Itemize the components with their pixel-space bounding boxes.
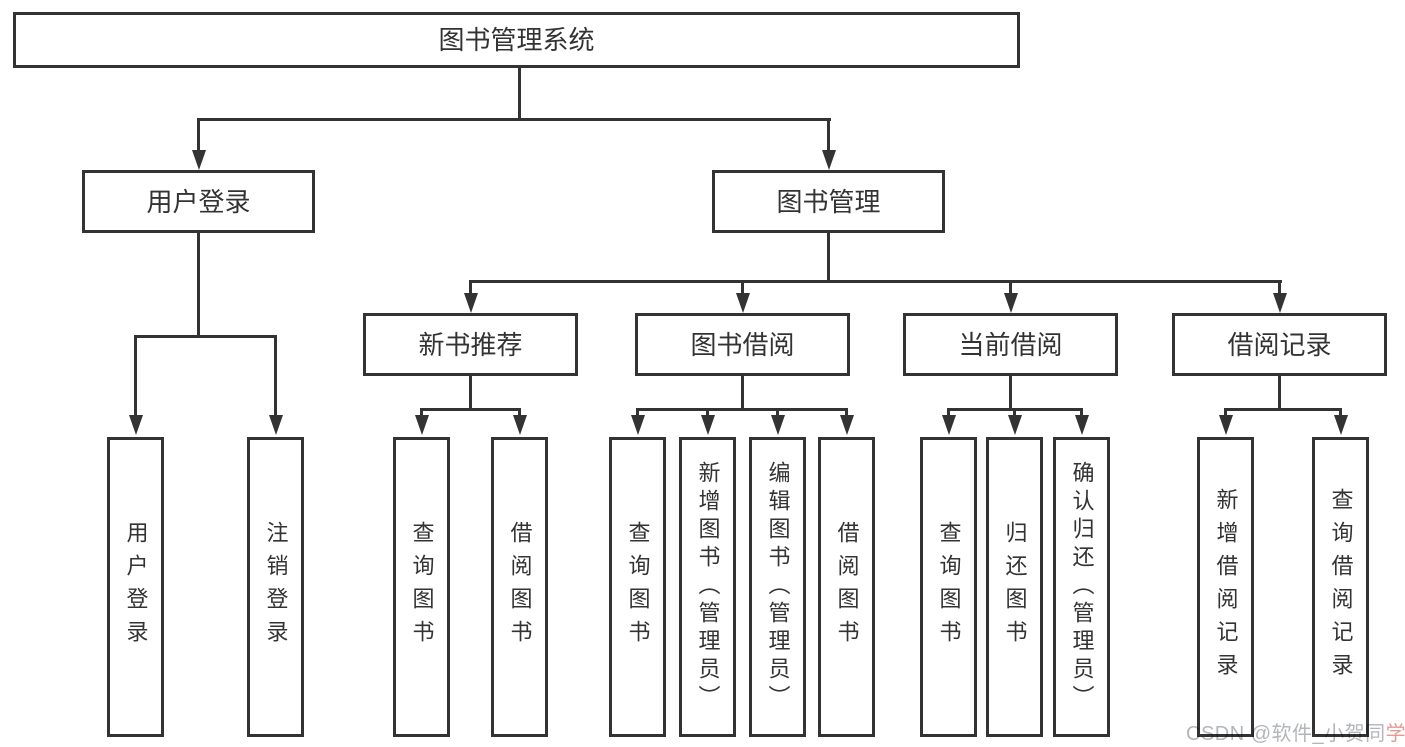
node-new-books: 新书推荐 xyxy=(363,313,578,376)
connector-userlogin-crossbar xyxy=(134,335,277,338)
connector-bookmgmt-stem xyxy=(827,233,830,280)
arrowhead-login-icon xyxy=(129,415,143,435)
connector-arrow-book-borrow-shaft xyxy=(741,283,744,295)
node-book-borrow: 图书借阅 xyxy=(635,313,850,376)
leaf-cb-query-books: 查询图书 xyxy=(920,437,977,737)
connector-arrow-bb-query-shaft xyxy=(636,408,639,418)
node-library-system-label: 图书管理系统 xyxy=(438,25,595,55)
connector-arrow-nb-query-shaft xyxy=(420,408,423,418)
leaf-cb-confirm-return-admin: 确认归还（管理员） xyxy=(1053,437,1110,737)
leaf-bb-borrow-books: 借阅图书 xyxy=(818,437,875,737)
leaf-bb-query-books: 查询图书 xyxy=(609,437,666,737)
arrowhead-borrow-records-icon xyxy=(1273,293,1287,313)
connector-currentborrow-stem xyxy=(1009,376,1012,408)
leaf-nb-borrow-books-label: 借阅图书 xyxy=(507,521,533,653)
connector-arrow-cb-query-shaft xyxy=(947,408,950,418)
connector-arrow-logout-shaft xyxy=(274,338,277,417)
leaf-nb-query-books: 查询图书 xyxy=(393,437,450,737)
connector-borrowrecords-crossbar xyxy=(1224,408,1342,411)
connector-arrow-borrow-records-shaft xyxy=(1278,283,1281,295)
connector-arrow-bb-add-shaft xyxy=(706,408,709,418)
node-book-management: 图书管理 xyxy=(712,170,945,233)
arrowhead-br-add-icon xyxy=(1219,415,1233,435)
arrowhead-user-login-icon xyxy=(192,150,206,170)
arrowhead-bb-query-icon xyxy=(631,415,645,435)
leaf-user-login-label: 用户登录 xyxy=(123,521,149,653)
node-new-books-label: 新书推荐 xyxy=(418,329,523,360)
arrowhead-cb-query-icon xyxy=(942,415,956,435)
connector-newbooks-stem xyxy=(469,376,472,408)
arrowhead-cb-return-icon xyxy=(1008,415,1022,435)
node-library-system: 图书管理系统 xyxy=(13,12,1020,68)
arrowhead-nb-borrow-icon xyxy=(513,415,527,435)
arrowhead-bb-add-icon xyxy=(701,415,715,435)
arrowhead-new-books-icon xyxy=(464,293,478,313)
arrowhead-logout-icon xyxy=(269,415,283,435)
connector-arrow-bb-edit-shaft xyxy=(776,408,779,418)
csdn-watermark: CSDN @软件_小贺同学 xyxy=(1186,717,1405,746)
leaf-bb-add-books-admin-label: 新增图书（管理员） xyxy=(695,461,721,713)
node-book-management-label: 图书管理 xyxy=(776,186,881,217)
arrowhead-nb-query-icon xyxy=(415,415,429,435)
connector-bookborrow-stem xyxy=(741,376,744,408)
leaf-br-add-record-label: 新增借阅记录 xyxy=(1213,488,1239,686)
connector-arrow-current-borrow-shaft xyxy=(1009,283,1012,295)
leaf-cb-confirm-return-admin-label: 确认归还（管理员） xyxy=(1069,461,1095,713)
leaf-nb-borrow-books: 借阅图书 xyxy=(491,437,548,737)
connector-arrow-cb-confirm-shaft xyxy=(1080,408,1083,418)
connector-root-stem xyxy=(518,68,521,118)
connector-arrow-cb-return-shaft xyxy=(1013,408,1016,418)
arrowhead-bb-borrow-icon xyxy=(840,415,854,435)
leaf-cb-return-books: 归还图书 xyxy=(986,437,1043,737)
connector-newbooks-crossbar xyxy=(420,408,521,411)
node-current-borrow: 当前借阅 xyxy=(903,313,1118,376)
leaf-bb-query-books-label: 查询图书 xyxy=(625,521,651,653)
connector-borrowrecords-stem xyxy=(1278,376,1281,408)
arrowhead-book-borrow-icon xyxy=(736,293,750,313)
arrowhead-br-query-icon xyxy=(1334,415,1348,435)
arrowhead-cb-confirm-icon xyxy=(1075,415,1089,435)
arrowhead-current-borrow-icon xyxy=(1004,293,1018,313)
leaf-nb-query-books-label: 查询图书 xyxy=(409,521,435,653)
leaf-bb-add-books-admin: 新增图书（管理员） xyxy=(679,437,736,737)
connector-arrow-login-shaft xyxy=(134,338,137,417)
leaf-logout-label: 注销登录 xyxy=(263,521,289,653)
arrowhead-book-mgmt-icon xyxy=(822,150,836,170)
leaf-br-query-record: 查询借阅记录 xyxy=(1312,437,1369,737)
csdn-watermark-accent: 学 xyxy=(1385,723,1405,745)
connector-arrow-book-mgmt-shaft xyxy=(827,121,830,152)
leaf-cb-query-books-label: 查询图书 xyxy=(936,521,962,653)
node-user-login-label: 用户登录 xyxy=(146,186,251,217)
leaf-logout: 注销登录 xyxy=(247,437,304,737)
connector-root-crossbar xyxy=(197,118,831,121)
leaf-bb-borrow-books-label: 借阅图书 xyxy=(834,521,860,653)
connector-arrow-nb-borrow-shaft xyxy=(518,408,521,418)
leaf-br-query-record-label: 查询借阅记录 xyxy=(1328,488,1354,686)
leaf-bb-edit-books-admin: 编辑图书（管理员） xyxy=(749,437,806,737)
connector-arrow-br-add-shaft xyxy=(1224,408,1227,418)
node-book-borrow-label: 图书借阅 xyxy=(690,329,795,360)
leaf-user-login: 用户登录 xyxy=(107,437,164,737)
csdn-watermark-main: CSDN @软件_小贺同 xyxy=(1186,723,1386,745)
node-user-login: 用户登录 xyxy=(82,170,315,233)
arrowhead-bb-edit-icon xyxy=(771,415,785,435)
node-borrow-records-label: 借阅记录 xyxy=(1227,329,1332,360)
leaf-br-add-record: 新增借阅记录 xyxy=(1197,437,1254,737)
connector-arrow-bb-borrow-shaft xyxy=(845,408,848,418)
node-borrow-records: 借阅记录 xyxy=(1172,313,1387,376)
connector-arrow-br-query-shaft xyxy=(1339,408,1342,418)
connector-bookborrow-crossbar xyxy=(636,408,848,411)
leaf-cb-return-books-label: 归还图书 xyxy=(1002,521,1028,653)
leaf-bb-edit-books-admin-label: 编辑图书（管理员） xyxy=(765,461,791,713)
connector-arrow-new-books-shaft xyxy=(469,283,472,295)
node-current-borrow-label: 当前借阅 xyxy=(958,329,1063,360)
connector-userlogin-stem xyxy=(197,233,200,335)
connector-arrow-user-login-shaft xyxy=(197,121,200,152)
connector-bookmgmt-crossbar xyxy=(469,280,1282,283)
